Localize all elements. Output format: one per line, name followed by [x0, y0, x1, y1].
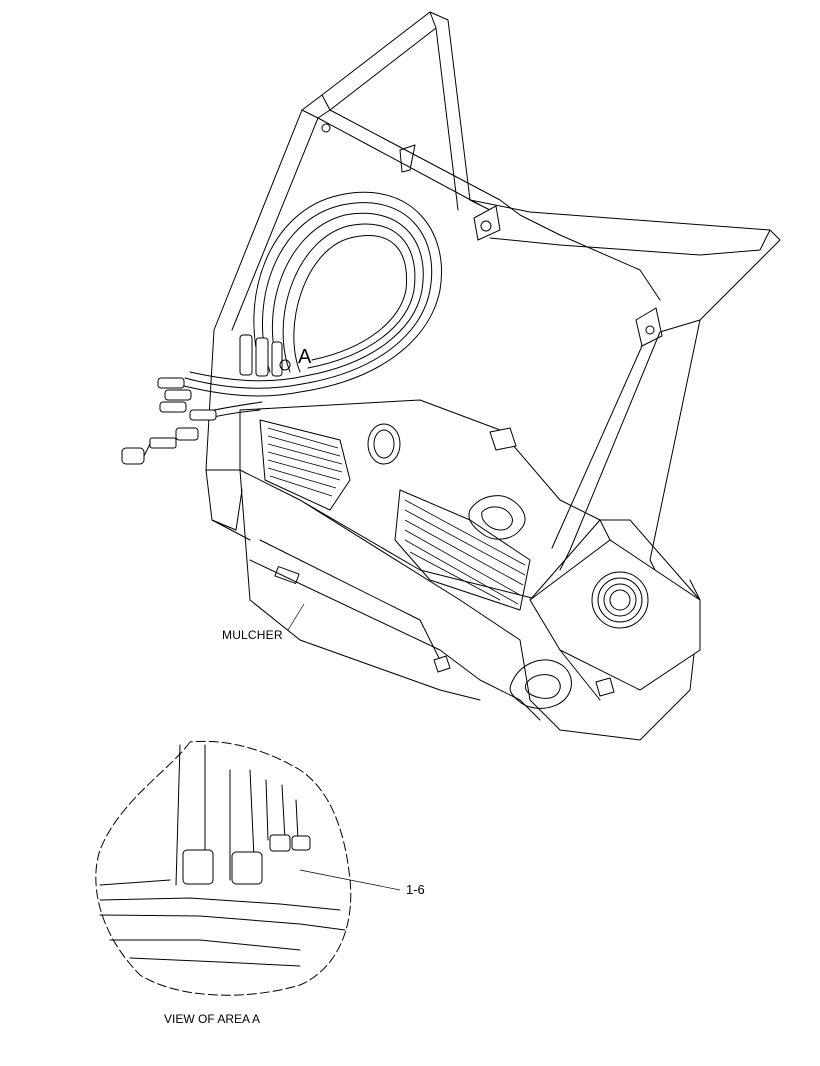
mulcher-label: MULCHER	[222, 628, 283, 642]
mulcher-leader-line	[287, 603, 305, 631]
detail-view-caption: VIEW OF AREA A	[164, 1012, 261, 1026]
part-callout-label: 1-6	[406, 882, 425, 897]
quick-couplers	[121, 377, 217, 465]
area-a-marker: A	[298, 346, 312, 368]
detail-view-area-a	[95, 740, 401, 996]
mulcher-teeth-lower	[509, 659, 572, 709]
mulcher-body	[205, 399, 701, 741]
mulcher-teeth-upper	[468, 495, 526, 540]
mounting-frame	[205, 11, 781, 581]
hydraulic-hoses	[179, 191, 442, 421]
